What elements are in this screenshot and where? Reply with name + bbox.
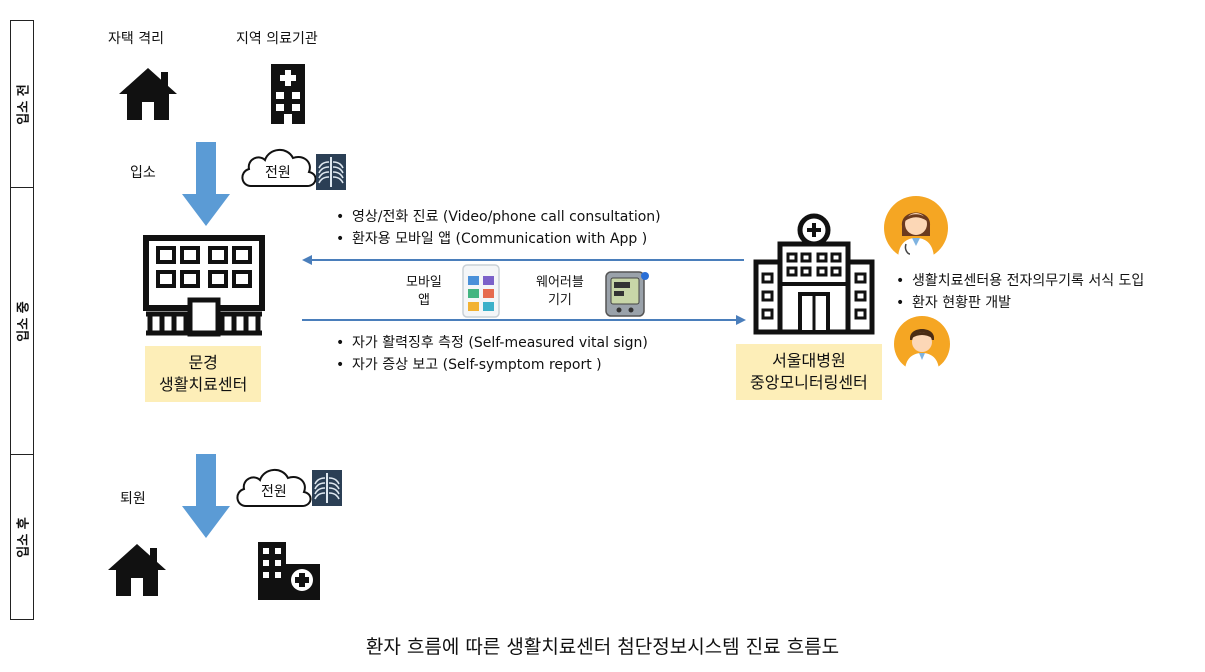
top-bullet-video: 영상/전화 진료 (Video/phone call consultation) xyxy=(334,206,661,228)
stage-label-pre: 입소 전 xyxy=(16,83,32,125)
hospital-label: 지역 의료기관 xyxy=(236,31,318,47)
treatment-center-name-box: 문경 생활치료센터 xyxy=(145,346,262,402)
clinic-building-icon xyxy=(258,542,320,600)
monitoring-center-name-box: 서울대병원 중앙모니터링센터 xyxy=(736,344,882,400)
stage-label-during: 입소 중 xyxy=(16,300,32,342)
treatment-center-name-line1: 문경 xyxy=(188,353,218,372)
admit-arrow xyxy=(182,142,230,226)
right-bullet-emr: 생활치료센터용 전자의무기록 서식 도입 xyxy=(894,270,1144,292)
mobile-app-label: 모바일 앱 xyxy=(406,275,442,308)
monitoring-hospital-icon xyxy=(753,213,875,335)
cloud-icon-top xyxy=(241,149,317,187)
discharge-arrow xyxy=(182,454,230,538)
transfer-label-top: 전원 xyxy=(265,165,291,181)
top-bullet-app: 환자용 모바일 앱 (Communication with App ) xyxy=(334,228,661,250)
home-label: 자택 격리 xyxy=(108,31,164,47)
male-doctor-avatar xyxy=(894,316,950,372)
top-bullets: 영상/전화 진료 (Video/phone call consultation)… xyxy=(334,206,661,250)
xray-icon-top xyxy=(316,154,346,190)
xray-icon-bottom xyxy=(312,470,342,506)
figure-caption: 환자 흐름에 따른 생활치료센터 첨단정보시스템 진료 흐름도 xyxy=(365,636,840,658)
stage-box-post xyxy=(10,454,34,620)
treatment-center-name-line2: 생활치료센터 xyxy=(159,375,248,394)
transfer-label-bottom: 전원 xyxy=(261,484,287,500)
cloud-icon-bottom xyxy=(236,469,312,507)
discharge-label: 퇴원 xyxy=(120,491,146,507)
house-icon-bottom xyxy=(108,544,166,596)
house-icon xyxy=(119,68,177,120)
admit-label: 입소 xyxy=(130,165,156,181)
right-bullets: 생활치료센터용 전자의무기록 서식 도입 환자 현황판 개발 xyxy=(894,270,1144,314)
monitoring-center-name-line1: 서울대병원 xyxy=(772,351,846,370)
treatment-center-building-icon xyxy=(143,235,265,337)
mobile-app-icon xyxy=(462,264,500,318)
communication-arrows xyxy=(302,255,746,325)
hospital-building-icon xyxy=(271,64,305,124)
bottom-bullets: 자가 활력징후 측정 (Self-measured vital sign) 자가… xyxy=(334,332,648,376)
bottom-bullet-symptom: 자가 증상 보고 (Self-symptom report ) xyxy=(334,354,648,376)
monitoring-center-name-line2: 중앙모니터링센터 xyxy=(750,373,868,392)
wearable-label: 웨어러블 기기 xyxy=(536,275,584,308)
bottom-bullet-vital: 자가 활력징후 측정 (Self-measured vital sign) xyxy=(334,332,648,354)
wearable-device-icon xyxy=(605,271,649,317)
female-doctor-avatar xyxy=(884,196,948,260)
right-bullet-dashboard: 환자 현황판 개발 xyxy=(894,292,1144,314)
stage-label-post: 입소 후 xyxy=(16,516,32,558)
